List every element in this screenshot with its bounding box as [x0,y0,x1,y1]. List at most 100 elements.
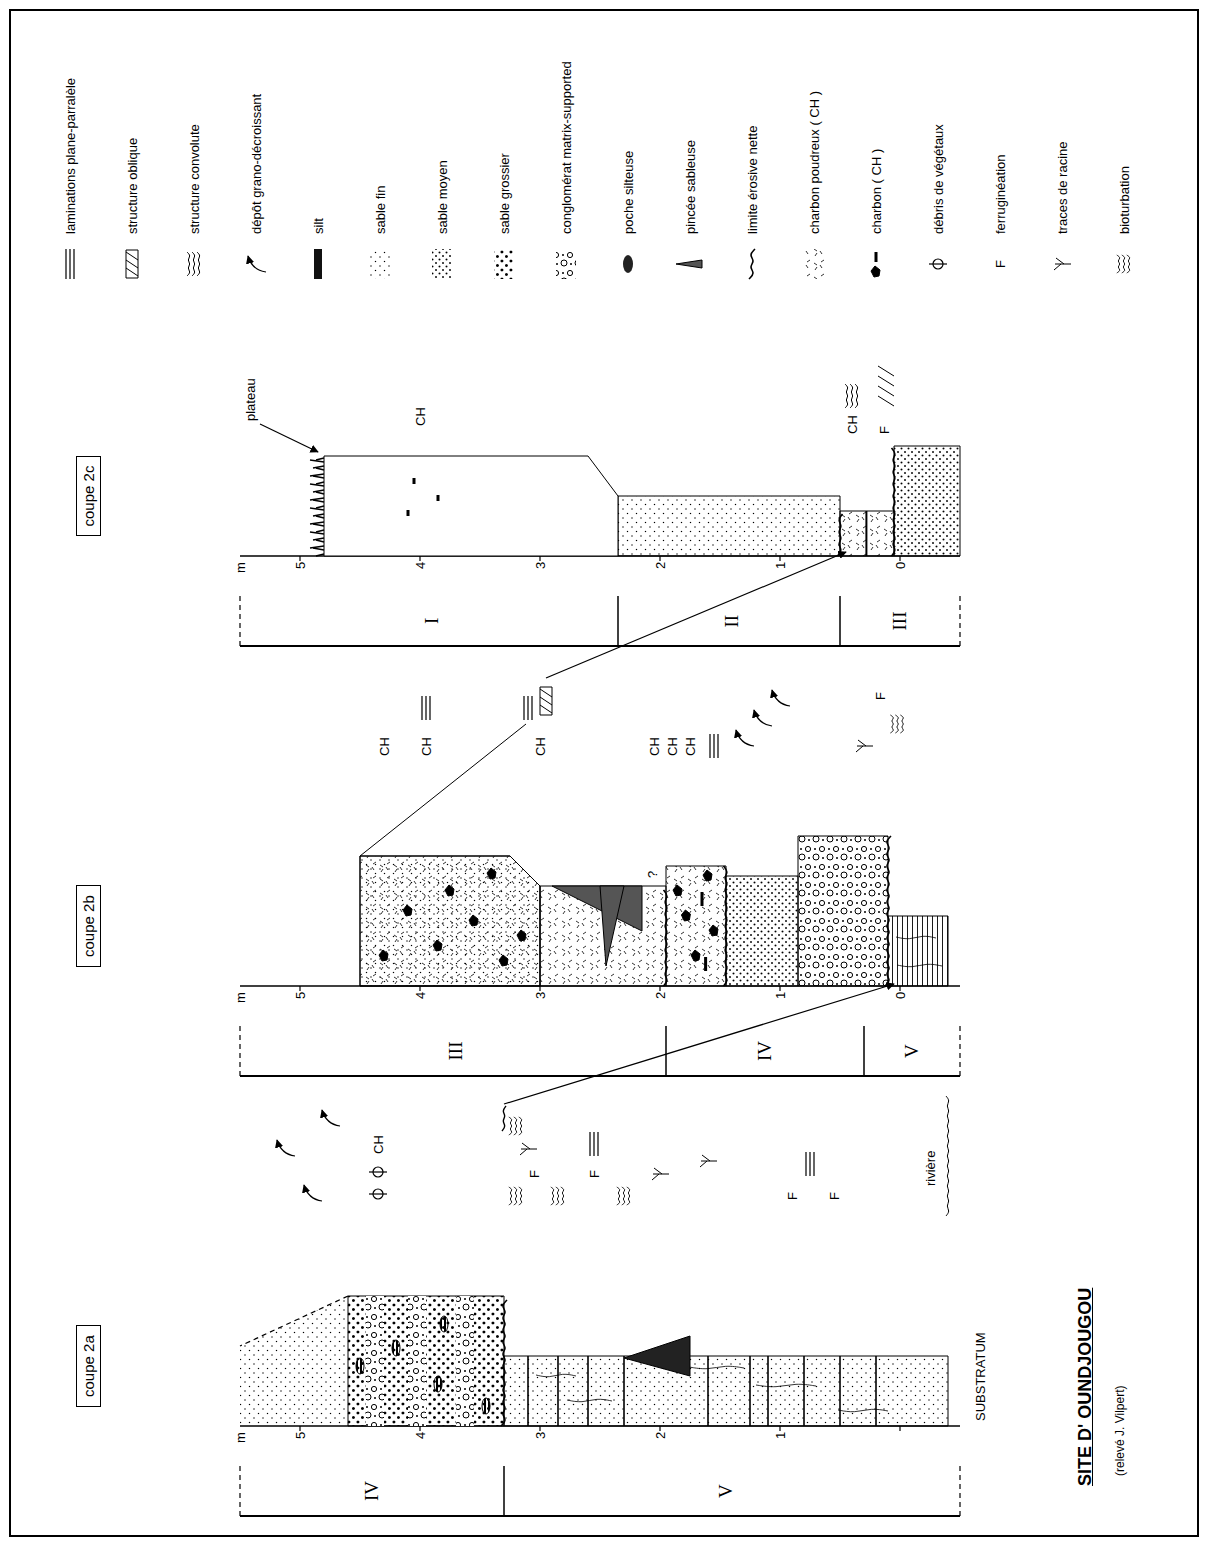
figure-label: F [877,426,892,434]
figure-label: 3 [533,562,548,569]
figure-label: CH [413,407,428,426]
convolute-symbol [197,252,200,276]
erosive-boundary [502,1106,506,1131]
oblique-lines [878,366,894,406]
lamination-symbol [590,1132,598,1156]
figure-label: plateau [243,378,258,421]
silt-lamina [839,1356,841,1426]
coarse-sand-layer [348,1296,504,1426]
charcoal-chunk [517,930,526,941]
grass-tuft [313,514,324,516]
charcoal-silt-layer [840,511,894,556]
unit-number: IV [361,1481,383,1501]
figure-label: 5 [293,562,308,569]
figure-label: CH [683,737,698,756]
scale-tick [299,986,300,991]
fine-sand-layer [360,856,540,986]
bioturbation-symbol [890,715,893,733]
unit-boundary [839,596,841,646]
figure-label: CH [371,1135,386,1154]
grass-tuft [316,554,324,556]
grass-tuft [316,482,324,484]
correlation-arrow [546,552,846,678]
grass-tuft [316,468,324,470]
unit-boundary [239,596,240,646]
scale-tick [659,556,660,561]
convolute-symbol [845,384,848,408]
charcoal-streak [875,252,878,262]
legend-text: sable grossier [497,153,512,234]
scale-tick [899,986,900,991]
figure-title: SITE D' OUNDJOUGOU [1075,1288,1096,1486]
root-trace-symbol [652,1168,669,1180]
conglomerate-band [408,1296,426,1426]
correlation-bracket [360,724,526,856]
fine-sand-layer [240,1296,348,1426]
erosive-swatch [749,249,755,279]
charcoal-chunk [403,905,412,916]
grass-tuft [313,538,324,540]
silt-lamina [803,1356,805,1426]
charcoal-chunk [703,870,712,881]
scale-tick [659,986,660,991]
bioturbation-symbol [1127,255,1130,273]
fine-sand-layer [504,1356,948,1426]
lamination-symbol [710,734,718,758]
bioturbation-symbol [551,1187,554,1205]
river-level [946,1096,949,1216]
bioturbation-symbol [514,1187,517,1205]
scale-tick [659,1426,660,1431]
charcoal-streak [407,510,410,516]
figure-label: CH [377,737,392,756]
root-trace [689,1366,744,1368]
legend-text: laminations plane-parralèle [63,78,78,234]
figure-label: 3 [533,1432,548,1439]
unit-boundary [239,1466,240,1516]
fine-sand-swatch [370,249,390,279]
figure-label: F [873,692,888,700]
erosive-boundary [501,1300,507,1426]
charcoal-streak [701,892,704,906]
silt-lamina [707,1356,709,1426]
scale-tick [419,1426,420,1431]
conglomerate-band [456,1296,474,1426]
figure-label: rivière [923,1151,938,1186]
grass-tuft [316,458,324,460]
fining-upward-arrow [304,1185,322,1201]
fining-upward-arrow [277,1140,295,1156]
unit-divider [240,1515,960,1517]
grass-tuft [313,500,324,502]
silt-pocket [440,1316,448,1332]
bioturbation-symbol [561,1187,564,1205]
legend-text: bioturbation [1117,166,1132,234]
root-trace [838,1409,888,1411]
scale-tick [539,1426,540,1431]
legend-text: structure convolute [187,124,202,234]
unit-number: I [421,618,443,624]
figure-label: 1 [773,1432,788,1439]
charcoal-streak [437,495,440,501]
erosive-boundary [724,866,727,986]
root-trace [897,964,942,966]
legend-text: conglomérat matrix-supported [559,61,574,234]
section-label-box: coupe 2b [76,885,101,967]
bioturbation-symbol [622,1187,625,1205]
grass-tuft [313,476,324,478]
medium-sand-layer [894,446,960,556]
bioturbation-symbol [519,1117,522,1135]
figure-label: 5 [293,992,308,999]
bioturbation-symbol [1122,255,1125,273]
figure-label: 2 [653,992,668,999]
root-trace [536,1374,576,1376]
bioturbation-symbol [514,1117,517,1135]
scale-tick [899,1426,900,1431]
figure-label: ? [645,871,660,878]
silt-lamina [865,511,867,556]
root-trace [896,936,936,938]
figure-border [10,10,1198,1536]
grass-tuft [310,498,324,500]
silt-lamina [557,1356,559,1426]
legend-text: traces de racine [1055,142,1070,235]
charcoal-chunk [681,910,690,921]
grass-tuft [313,548,324,550]
